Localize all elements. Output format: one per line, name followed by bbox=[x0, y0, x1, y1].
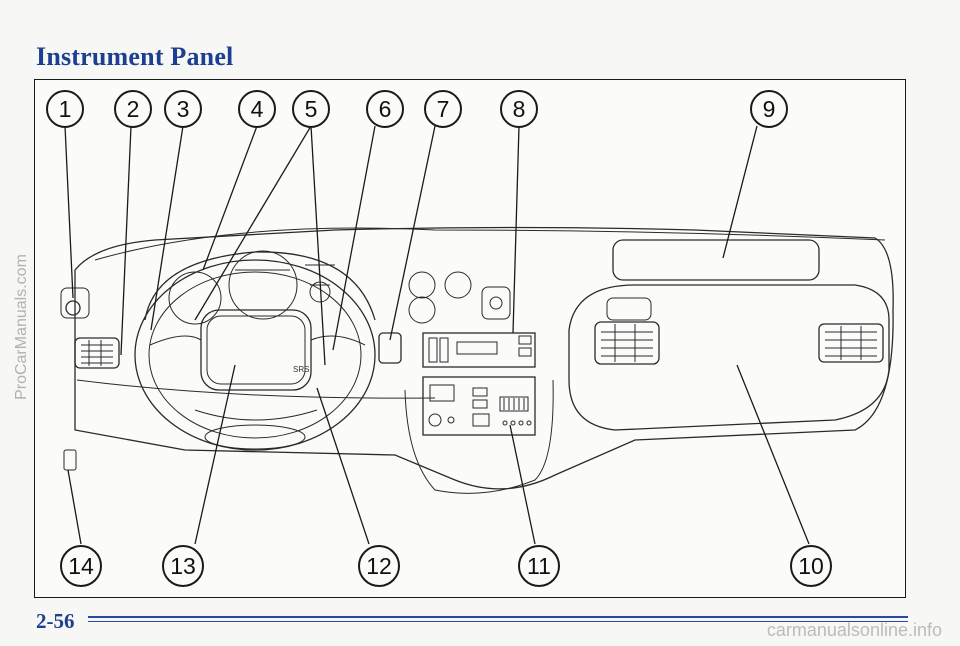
hood-release bbox=[63, 449, 77, 471]
footer-rule-top bbox=[88, 616, 908, 618]
temp-gauge bbox=[408, 271, 436, 299]
tachometer bbox=[168, 271, 222, 325]
passenger-side-vent-right bbox=[818, 323, 884, 363]
oil-gauge bbox=[408, 296, 436, 324]
callout-1: 1 bbox=[46, 90, 84, 128]
airbag-module bbox=[200, 309, 312, 391]
leader-lines bbox=[64, 125, 810, 545]
callout-4: 4 bbox=[238, 90, 276, 128]
radio-receiver bbox=[422, 332, 536, 368]
side-watermark: ProCarManuals.com bbox=[13, 254, 30, 400]
svg-text:2: 2 bbox=[127, 96, 140, 122]
volt-gauge bbox=[444, 271, 472, 299]
svg-text:11: 11 bbox=[527, 553, 551, 579]
svg-text:1: 1 bbox=[59, 96, 72, 122]
headlamp-switch bbox=[65, 300, 81, 316]
page-number: 2-56 bbox=[36, 609, 75, 633]
dash-top-edge bbox=[94, 227, 886, 261]
srs-label: SRS bbox=[293, 365, 309, 374]
svg-text:9: 9 bbox=[763, 96, 776, 122]
callout-5: 5 bbox=[292, 90, 330, 128]
svg-text:10: 10 bbox=[798, 553, 824, 579]
svg-text:14: 14 bbox=[68, 553, 94, 579]
svg-text:13: 13 bbox=[170, 553, 196, 579]
callout-9: 9 bbox=[750, 90, 788, 128]
svg-text:6: 6 bbox=[379, 96, 392, 122]
page-title: Instrument Panel bbox=[36, 42, 234, 71]
svg-text:7: 7 bbox=[437, 96, 450, 122]
svg-text:4: 4 bbox=[251, 96, 264, 122]
callout-3: 3 bbox=[164, 90, 202, 128]
callout-14: 14 bbox=[60, 545, 102, 587]
climate-control-panel bbox=[422, 376, 536, 436]
callout-7: 7 bbox=[424, 90, 462, 128]
callout-10: 10 bbox=[790, 545, 832, 587]
speedometer bbox=[228, 250, 298, 320]
svg-text:12: 12 bbox=[366, 553, 392, 579]
callout-6: 6 bbox=[366, 90, 404, 128]
dash-lower-edge bbox=[76, 379, 436, 399]
lighter bbox=[489, 296, 503, 310]
center-vent bbox=[378, 332, 402, 364]
dashboard-illustration: SRS bbox=[46, 90, 894, 587]
footer-rule-bottom bbox=[88, 621, 908, 622]
svg-text:5: 5 bbox=[305, 96, 318, 122]
callout-8: 8 bbox=[500, 90, 538, 128]
passenger-side-vent-left bbox=[594, 321, 660, 365]
callout-2: 2 bbox=[114, 90, 152, 128]
callout-13: 13 bbox=[162, 545, 204, 587]
svg-text:3: 3 bbox=[177, 96, 190, 122]
dashboard-outline bbox=[74, 226, 894, 490]
callout-12: 12 bbox=[358, 545, 400, 587]
glovebox-upper bbox=[612, 239, 820, 281]
svg-text:8: 8 bbox=[513, 96, 526, 122]
instrument-panel-figure: SRS bbox=[34, 79, 906, 598]
callout-11: 11 bbox=[518, 545, 560, 587]
glovebox-door bbox=[568, 284, 890, 431]
bottom-watermark: carmanualsonline.info bbox=[766, 620, 942, 640]
left-vent bbox=[74, 337, 120, 369]
steering-wheel bbox=[134, 259, 376, 451]
